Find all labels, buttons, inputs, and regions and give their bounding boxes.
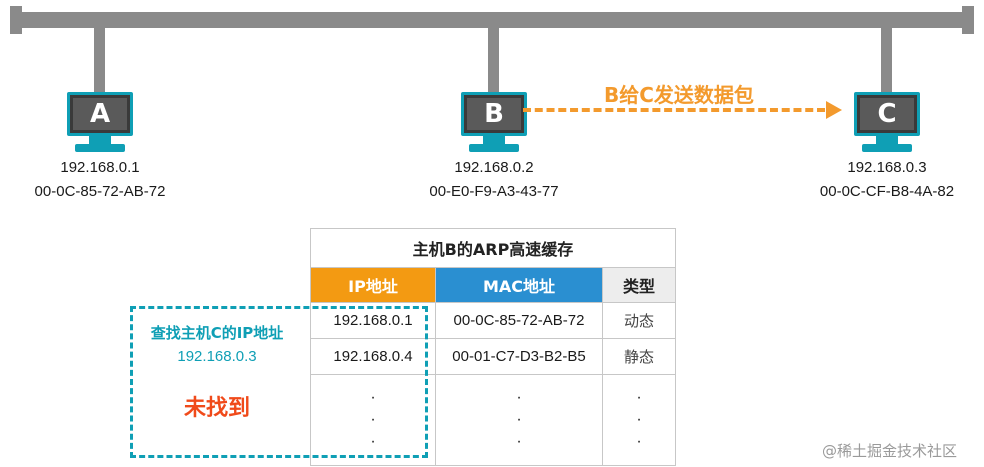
host-c-address: 192.168.0.3 00-0C-CF-B8-4A-82 bbox=[807, 156, 967, 204]
watermark: @稀土掘金技术社区 bbox=[822, 442, 958, 460]
send-arrow-line bbox=[523, 108, 825, 112]
host-a-link bbox=[94, 28, 105, 92]
type-column-header: 类型 bbox=[602, 267, 676, 303]
host-b-ip: 192.168.0.2 bbox=[454, 159, 534, 176]
row-type-cell: 动态 bbox=[602, 302, 676, 339]
ip-column-header: IP地址 bbox=[310, 267, 436, 303]
host-b-mac: 00-E0-F9-A3-43-77 bbox=[429, 183, 559, 200]
host-a-computer-icon: A bbox=[67, 92, 133, 158]
type-ellipsis: ··· bbox=[602, 374, 676, 466]
host-a-mac: 00-0C-85-72-AB-72 bbox=[34, 183, 166, 200]
arp-cache-table: 主机B的ARP高速缓存 IP地址 MAC地址 类型 192.168.0.1 00… bbox=[310, 228, 676, 466]
mac-column-header: MAC地址 bbox=[435, 267, 603, 303]
host-c-computer-icon: C bbox=[854, 92, 920, 158]
host-c-ip: 192.168.0.3 bbox=[847, 159, 927, 176]
lookup-ip: 192.168.0.3 bbox=[177, 348, 257, 365]
host-b-computer-icon: B bbox=[461, 92, 527, 158]
table-row: 192.168.0.4 00-01-C7-D3-B2-B5 静态 bbox=[310, 338, 676, 375]
send-arrow-label: B给C发送数据包 bbox=[604, 83, 754, 107]
lookup-highlight-box bbox=[130, 306, 428, 458]
lookup-result: 未找到 bbox=[183, 396, 250, 421]
row-mac-cell: 00-0C-85-72-AB-72 bbox=[435, 302, 603, 339]
host-a-ip: 192.168.0.1 bbox=[60, 159, 140, 176]
host-b-link bbox=[488, 28, 499, 92]
bus-left-terminator bbox=[10, 6, 22, 34]
ellipsis-row: ··· ··· ··· bbox=[310, 374, 676, 466]
host-c-mac: 00-0C-CF-B8-4A-82 bbox=[819, 183, 955, 200]
host-a-address: 192.168.0.1 00-0C-85-72-AB-72 bbox=[20, 156, 180, 204]
host-b-address: 192.168.0.2 00-E0-F9-A3-43-77 bbox=[414, 156, 574, 204]
row-type-cell: 静态 bbox=[602, 338, 676, 375]
ip-ellipsis: ··· bbox=[310, 374, 436, 466]
arp-table-title: 主机B的ARP高速缓存 bbox=[310, 228, 676, 268]
host-a-letter: A bbox=[89, 99, 111, 129]
host-c-letter: C bbox=[877, 99, 897, 129]
network-bus bbox=[22, 12, 964, 28]
row-ip-cell: 192.168.0.4 bbox=[310, 338, 436, 375]
bus-right-terminator bbox=[962, 6, 974, 34]
host-b-letter: B bbox=[484, 99, 504, 129]
mac-ellipsis: ··· bbox=[435, 374, 603, 466]
host-c-link bbox=[881, 28, 892, 92]
row-mac-cell: 00-01-C7-D3-B2-B5 bbox=[435, 338, 603, 375]
send-arrow-head-icon bbox=[826, 101, 842, 119]
lookup-title: 查找主机C的IP地址 bbox=[150, 324, 284, 342]
